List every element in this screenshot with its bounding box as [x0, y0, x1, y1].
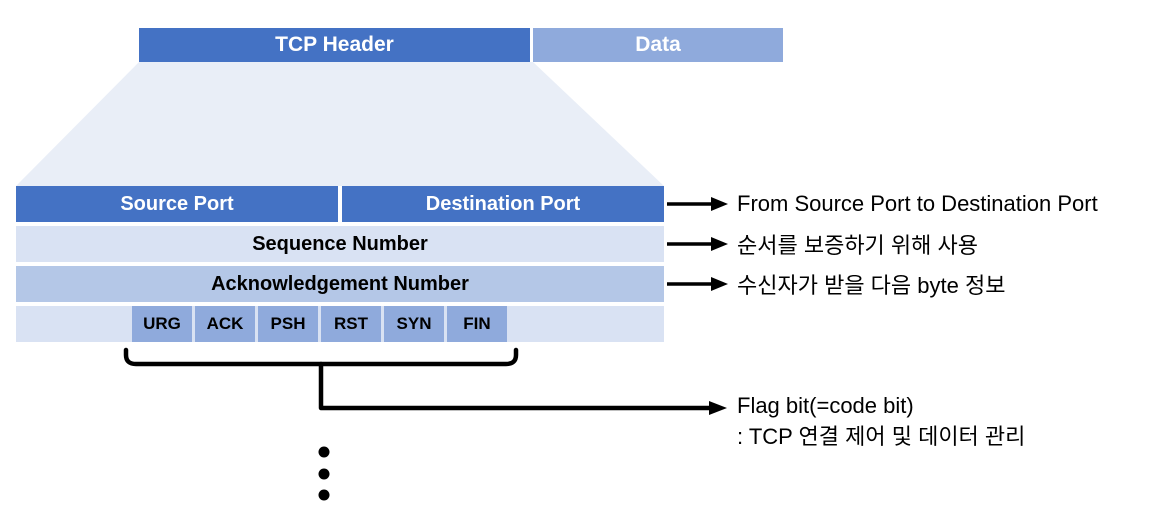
ports-row: Source Port Destination Port	[16, 186, 664, 222]
annotation-acknowledgement: 수신자가 받을 다음 byte 정보	[737, 273, 1006, 298]
acknowledgement-number-row: Acknowledgement Number	[16, 266, 664, 302]
flag-box-urg: URG	[132, 306, 192, 342]
annotation-sequence: 순서를 보증하기 위해 사용	[737, 233, 978, 258]
flag-strip: URG ACK PSH RST SYN FIN	[132, 306, 507, 342]
annotation-flag-bit: Flag bit(=code bit) : TCP 연결 제어 및 데이터 관리	[737, 390, 1025, 452]
flags-bracket-arrow	[123, 347, 727, 415]
ellipsis-dots	[318, 446, 330, 501]
annotation-source-dest: From Source Port to Destination Port	[737, 191, 1098, 216]
flags-row: URG ACK PSH RST SYN FIN	[16, 306, 664, 342]
arrow-acknowledgement	[667, 277, 728, 291]
flag-box-fin: FIN	[447, 306, 507, 342]
arrow-ports	[667, 197, 728, 211]
source-port-cell: Source Port	[16, 186, 338, 222]
data-segment: Data	[533, 28, 783, 62]
flag-box-psh: PSH	[258, 306, 318, 342]
sequence-number-row: Sequence Number	[16, 226, 664, 262]
annotation-flag-bit-line1: Flag bit(=code bit)	[737, 393, 914, 418]
flag-box-syn: SYN	[384, 306, 444, 342]
annotation-flag-bit-line2: : TCP 연결 제어 및 데이터 관리	[737, 424, 1026, 449]
destination-port-cell: Destination Port	[342, 186, 664, 222]
flag-box-ack: ACK	[195, 306, 255, 342]
expansion-trapezoid	[16, 62, 664, 186]
arrow-sequence	[667, 237, 728, 251]
tcp-header-segment: TCP Header	[139, 28, 530, 62]
flag-box-rst: RST	[321, 306, 381, 342]
